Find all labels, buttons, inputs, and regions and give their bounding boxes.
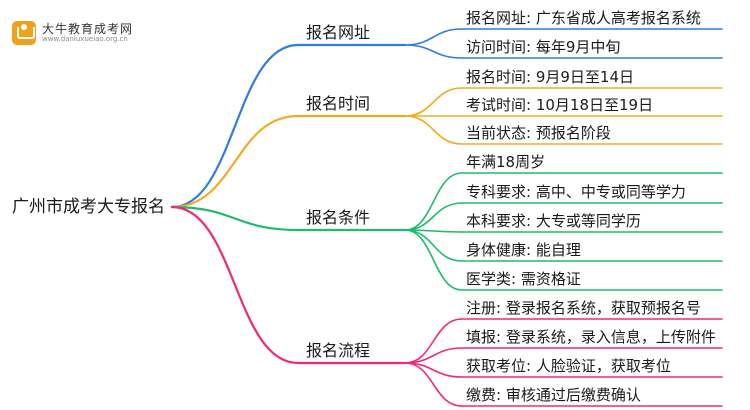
- site-logo: 大牛教育成考网 www.daniuxueiao.org.cn: [12, 18, 152, 48]
- leaf-2-4: 医学类: 需资格证: [466, 270, 581, 288]
- leaf-0-0: 报名网址: 广东省成人高考报名系统: [466, 9, 701, 27]
- leaf-1-2: 当前状态: 预报名阶段: [466, 124, 611, 142]
- connector-branch-2-leaf-1: [404, 202, 463, 231]
- logo-url: www.daniuxueiao.org.cn: [42, 35, 128, 43]
- branch-label-1: 报名时间: [306, 94, 371, 113]
- connector-branch-2-leaf-0: [404, 172, 463, 231]
- leaf-2-3: 身体健康: 能自理: [466, 241, 581, 259]
- connector-branch-3-leaf-3: [404, 362, 463, 407]
- connector-root-branch-2: [170, 205, 300, 232]
- connector-branch-0-leaf-0: [404, 28, 463, 46]
- leaf-3-0: 注册: 登录报名系统，获取预报名号: [466, 299, 701, 317]
- connector-branch-3-leaf-0: [404, 318, 463, 364]
- root-node: 广州市成考大专报名: [12, 197, 165, 217]
- leaf-3-3: 缴费: 审核通过后缴费确认: [466, 386, 641, 404]
- connector-branch-1-leaf-0: [404, 87, 463, 117]
- leaf-2-2: 本科要求: 大专或等同学历: [466, 212, 641, 230]
- leaf-2-0: 年满18周岁: [466, 153, 546, 171]
- leaf-3-1: 填报: 登录系统，录入信息，上传附件: [466, 328, 716, 346]
- leaf-2-1: 专科要求: 高中、中专或同等学力: [466, 183, 686, 201]
- logo-name: 大牛教育成考网: [42, 22, 134, 36]
- leaf-1-0: 报名时间: 9月9日至14日: [466, 68, 634, 86]
- connector-branch-1-leaf-2: [404, 115, 463, 145]
- branch-label-3: 报名流程: [306, 341, 371, 360]
- branch-label-0: 报名网址: [306, 23, 371, 42]
- connector-root-branch-1: [170, 114, 300, 209]
- leaf-1-1: 考试时间: 10月18日至19日: [466, 96, 654, 114]
- connector-branch-0-leaf-1: [404, 44, 463, 59]
- leaf-3-2: 获取考位: 人脸验证，获取考位: [466, 357, 671, 375]
- connector-root-branch-0: [170, 43, 300, 209]
- leaf-0-1: 访问时间: 每年9月中旬: [466, 38, 621, 56]
- branch-label-2: 报名条件: [306, 208, 371, 227]
- connector-root-branch-3: [170, 205, 300, 365]
- connector-branch-2-leaf-3: [404, 229, 463, 262]
- connector-branch-2-leaf-4: [404, 229, 463, 291]
- graduation-cap-icon: [12, 21, 36, 45]
